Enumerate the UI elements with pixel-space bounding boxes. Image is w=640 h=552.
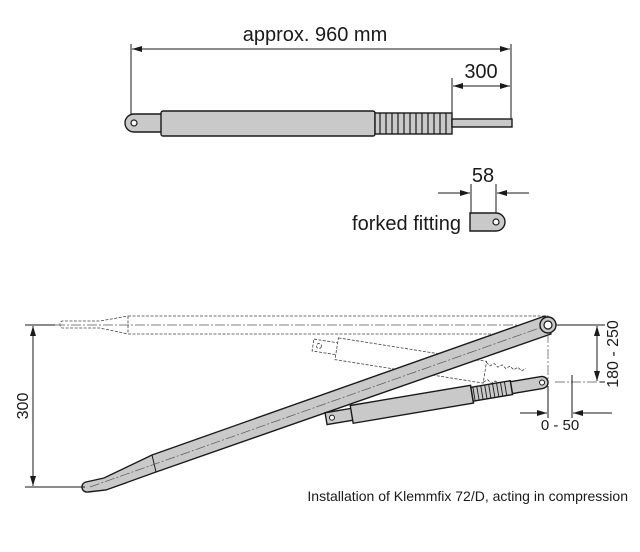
fitting-hole-icon (492, 218, 500, 226)
eye-hole-icon (130, 119, 138, 127)
installation-caption: Installation of Klemmfix 72/D, acting in… (307, 488, 628, 504)
piston-rod (451, 118, 513, 128)
bellows (374, 112, 453, 135)
forked-fitting-view: 58 forked fitting (352, 165, 529, 235)
overall-length-label: approx. 960 mm (243, 24, 388, 46)
mount-horizontal-label: 0 - 50 (541, 417, 579, 434)
stroke-label: 300 (464, 61, 497, 83)
fitting-shape (469, 212, 506, 232)
spring-installed (324, 375, 549, 426)
end-eye (124, 113, 163, 133)
cylinder-body (160, 110, 376, 137)
installation-view: 300 180 - 250 0 - 50 Installation of Kle… (15, 315, 628, 504)
mount-vertical-label: 180 - 250 (605, 320, 622, 388)
spring-side-view: approx. 960 mm 300 (124, 24, 513, 137)
fitting-label: forked fitting (352, 213, 461, 235)
fitting-width-label: 58 (472, 165, 494, 187)
open-lid (81, 315, 557, 493)
height-label: 300 (15, 393, 32, 420)
